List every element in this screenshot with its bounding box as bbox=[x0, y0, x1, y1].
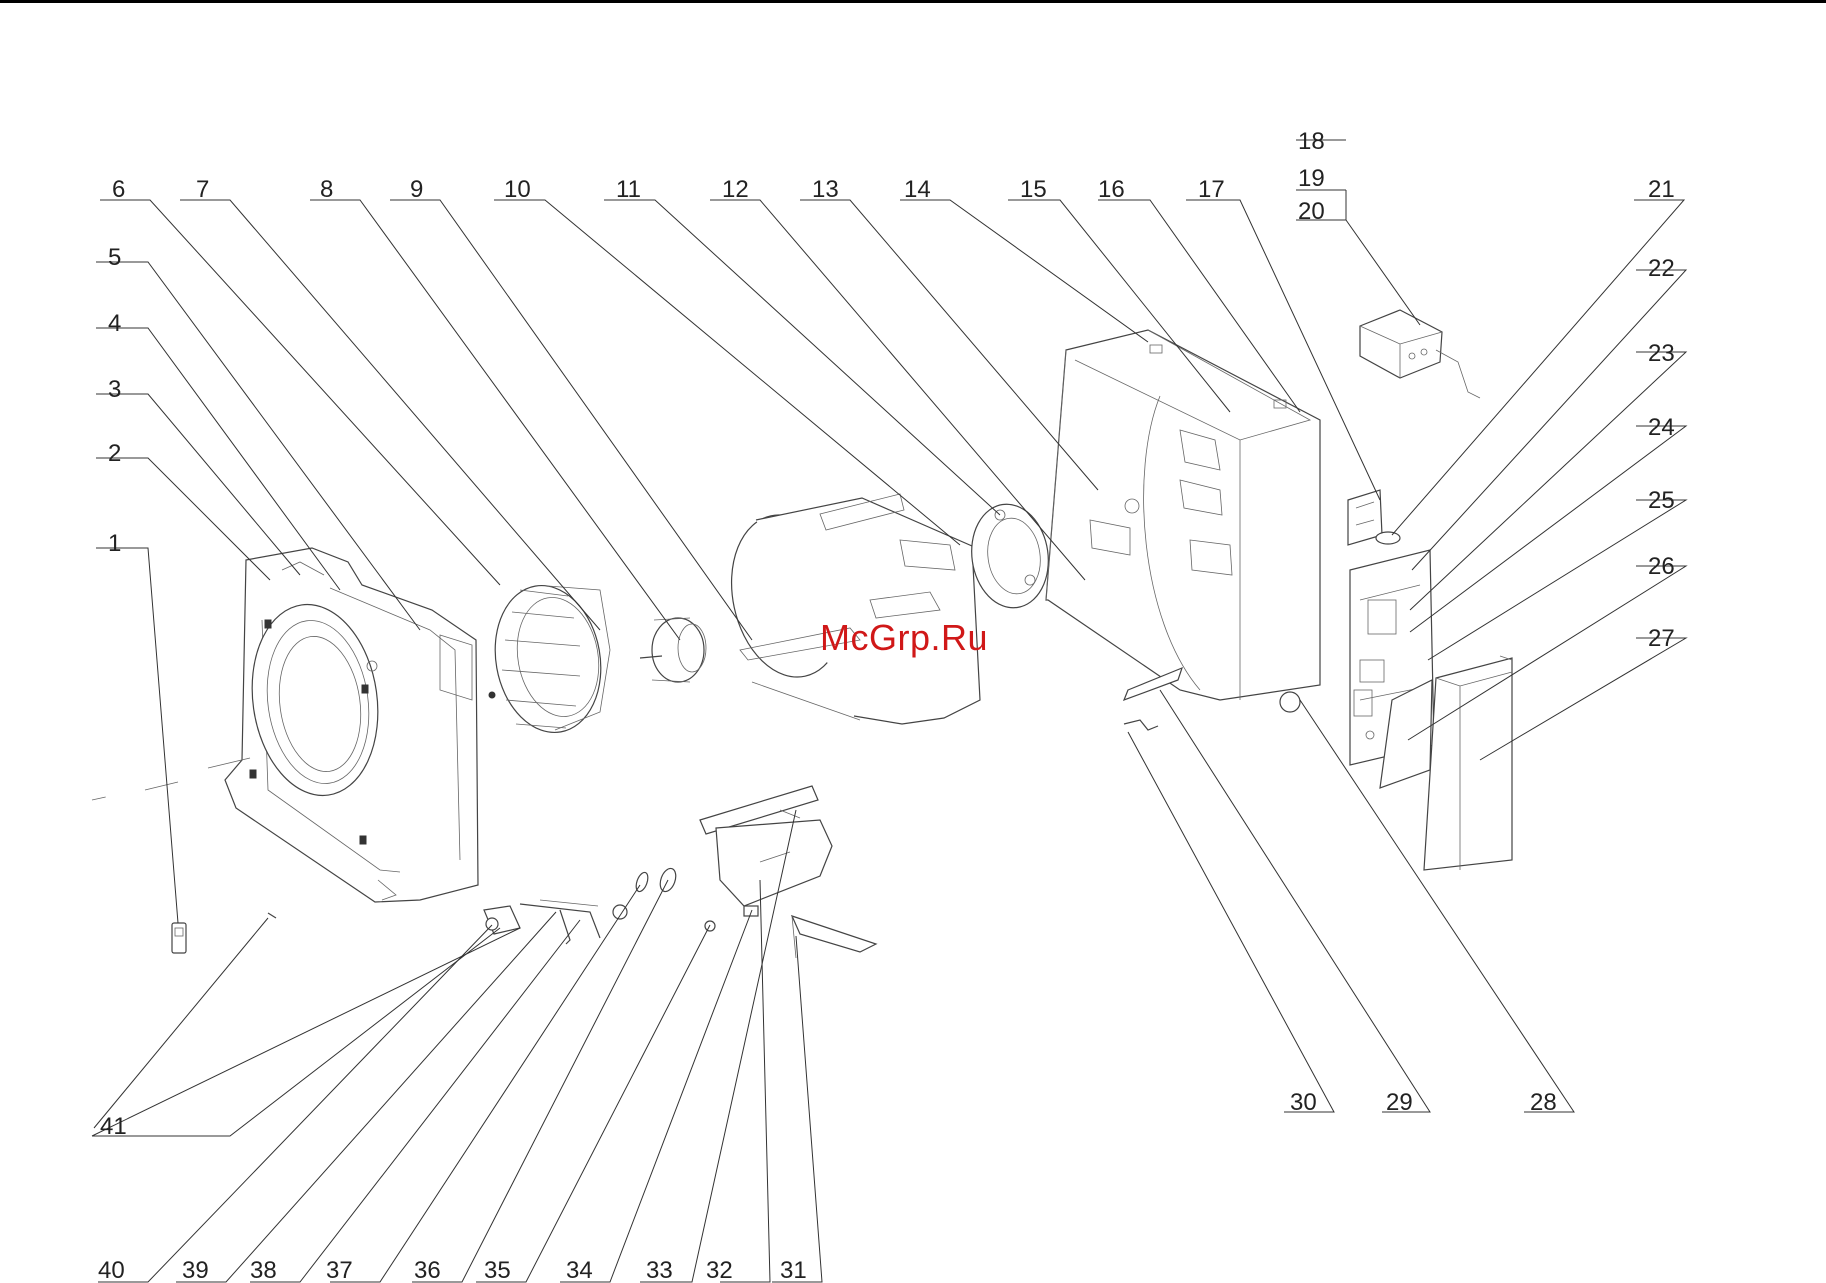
label-part-14: 14 bbox=[904, 176, 931, 203]
label-part-41: 41 bbox=[100, 1113, 127, 1140]
part-knob bbox=[1376, 532, 1400, 544]
label-part-13: 13 bbox=[812, 176, 839, 203]
label-part-2: 2 bbox=[108, 440, 121, 467]
part-clips bbox=[1124, 668, 1182, 730]
label-part-3: 3 bbox=[108, 376, 121, 403]
label-part-8: 8 bbox=[320, 176, 333, 203]
part-flange-ring bbox=[965, 499, 1055, 613]
label-part-1: 1 bbox=[108, 530, 121, 557]
label-part-18: 18 bbox=[1298, 128, 1325, 155]
label-part-37: 37 bbox=[326, 1257, 353, 1283]
label-part-19: 19 bbox=[1298, 165, 1325, 192]
label-part-10: 10 bbox=[504, 176, 531, 203]
label-part-11: 11 bbox=[616, 176, 641, 203]
label-part-40: 40 bbox=[98, 1257, 125, 1283]
part-remote-control bbox=[172, 923, 186, 953]
part-control-box bbox=[1360, 310, 1480, 398]
label-part-30: 30 bbox=[1290, 1089, 1317, 1116]
part-motor bbox=[640, 618, 706, 682]
label-part-4: 4 bbox=[108, 310, 121, 337]
label-part-20: 20 bbox=[1298, 198, 1325, 225]
label-part-27: 27 bbox=[1648, 625, 1675, 652]
part-side-cover bbox=[1424, 656, 1512, 870]
label-part-33: 33 bbox=[646, 1257, 673, 1283]
label-part-17: 17 bbox=[1198, 176, 1225, 203]
label-part-15: 15 bbox=[1020, 176, 1047, 203]
label-part-38: 38 bbox=[250, 1257, 277, 1283]
label-part-31: 31 bbox=[780, 1257, 807, 1283]
label-part-32: 32 bbox=[706, 1257, 733, 1283]
label-part-21: 21 bbox=[1648, 176, 1675, 203]
label-part-29: 29 bbox=[1386, 1089, 1413, 1116]
label-part-16: 16 bbox=[1098, 176, 1125, 203]
label-part-34: 34 bbox=[566, 1257, 593, 1283]
label-part-6: 6 bbox=[112, 176, 125, 203]
part-screw bbox=[268, 913, 276, 918]
label-part-25: 25 bbox=[1648, 487, 1675, 514]
label-part-12: 12 bbox=[722, 176, 749, 203]
label-part-28: 28 bbox=[1530, 1089, 1557, 1116]
label-part-35: 35 bbox=[484, 1257, 511, 1283]
label-part-22: 22 bbox=[1648, 255, 1675, 282]
part-front-housing bbox=[225, 548, 478, 902]
watermark-text: McGrp.Ru bbox=[820, 617, 988, 659]
label-part-24: 24 bbox=[1648, 414, 1675, 441]
part-angle-bracket bbox=[792, 916, 876, 958]
label-part-36: 36 bbox=[414, 1257, 441, 1283]
part-fan-wheel bbox=[484, 577, 612, 741]
part-drip-tray bbox=[700, 786, 832, 906]
label-part-9: 9 bbox=[410, 176, 423, 203]
label-part-7: 7 bbox=[196, 176, 209, 203]
label-part-5: 5 bbox=[108, 244, 121, 271]
label-part-26: 26 bbox=[1648, 553, 1675, 580]
label-part-39: 39 bbox=[182, 1257, 209, 1283]
label-part-23: 23 bbox=[1648, 340, 1675, 367]
part-cabinet bbox=[1046, 330, 1320, 712]
